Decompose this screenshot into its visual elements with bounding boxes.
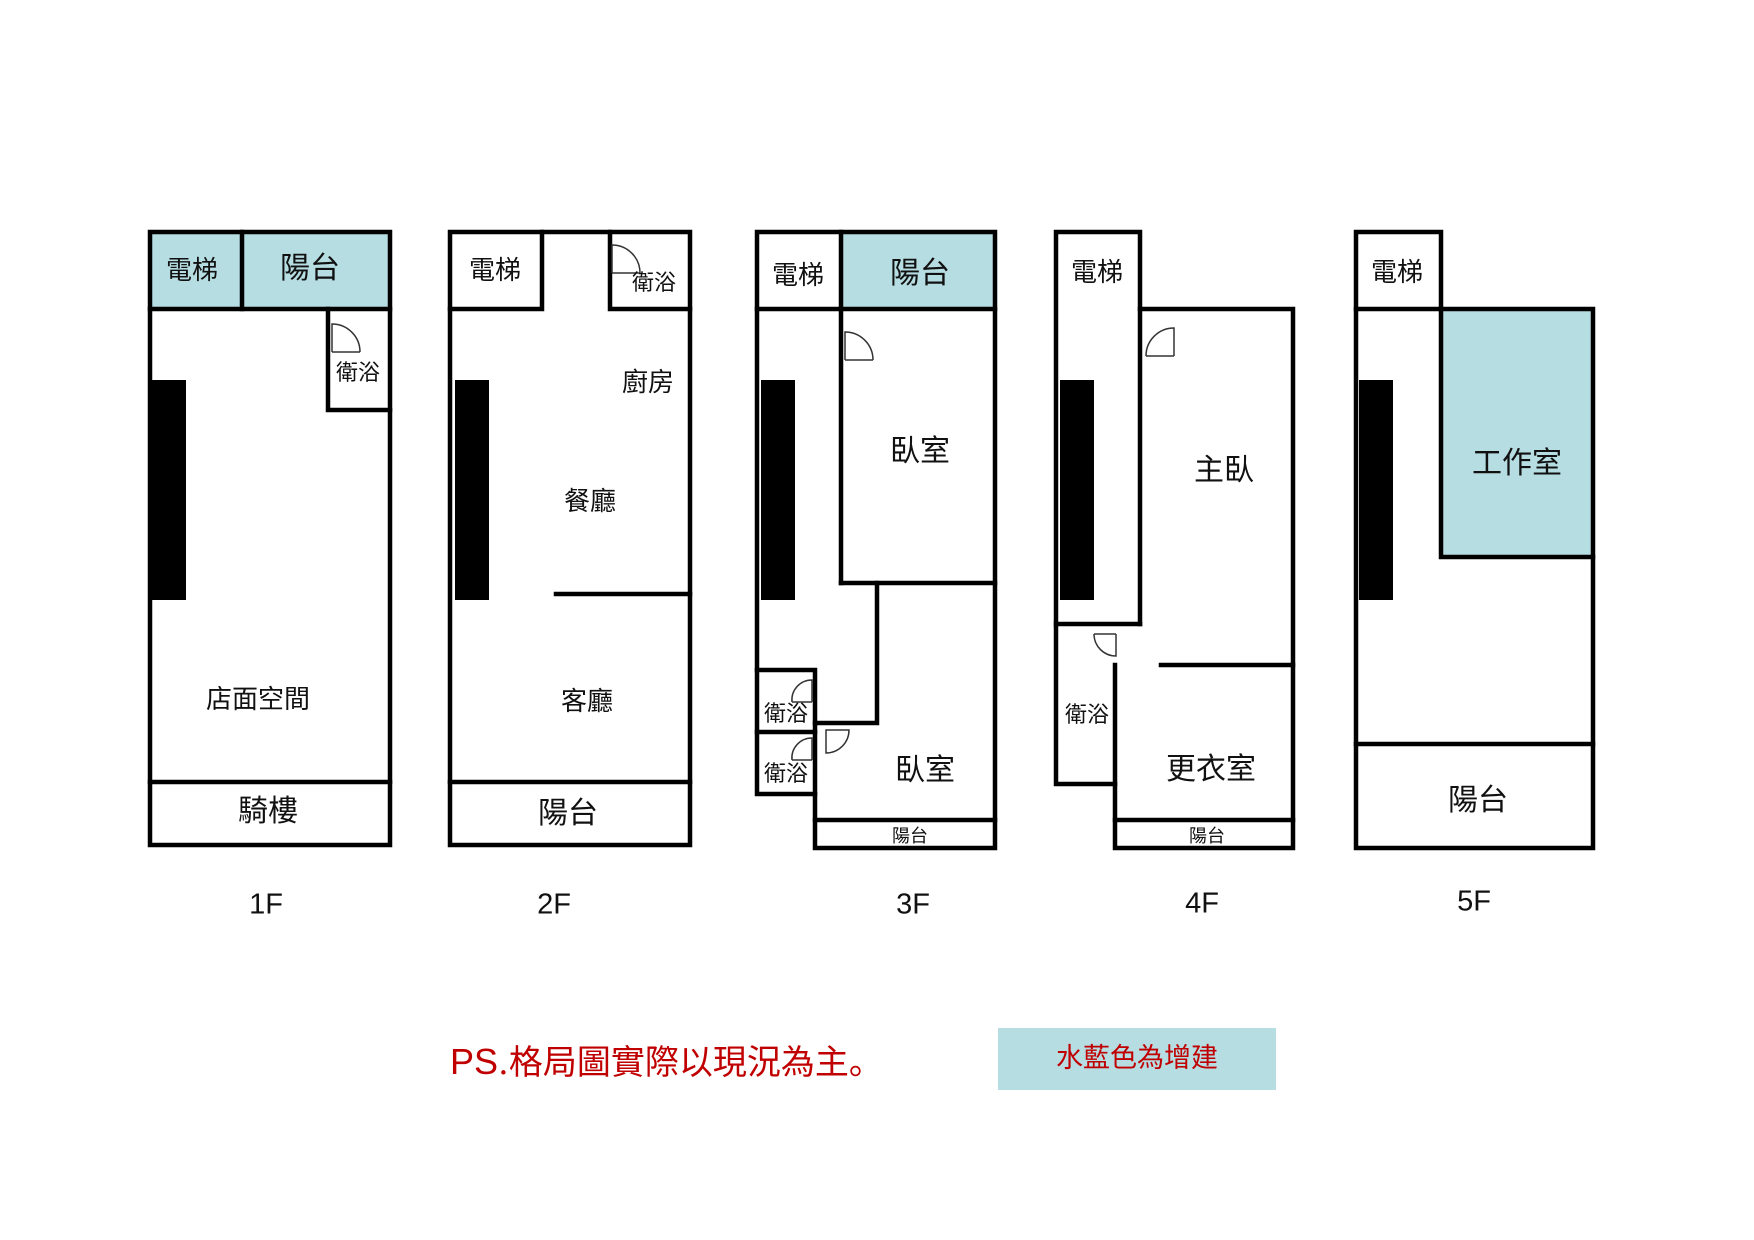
floor-4f-closet-label: 更衣室 (1166, 752, 1256, 787)
floor-3f-balcony-bottom-label: 陽台 (892, 826, 928, 847)
note-prefix: PS (450, 1041, 499, 1082)
floor-4f-master-bedroom-label: 主臥 (1194, 453, 1254, 488)
floor-3f-bathroom-1-label: 衛浴 (764, 702, 808, 727)
note-text: .格局圖實際以現況為主。 (498, 1043, 883, 1083)
floor-1f-bathroom-door-icon (331, 323, 361, 353)
floor-3f-bedroom-door-icon (844, 331, 874, 361)
floor-2f-bathroom-door-icon (611, 244, 641, 274)
floor-1f-staircase (152, 380, 186, 600)
floor-2f-bathroom-label: 衛浴 (632, 271, 676, 296)
floor-5f-elevator-label: 電梯 (1371, 258, 1423, 288)
floor-5f-title: 5F (1457, 886, 1491, 918)
floor-3f-balcony-addition (841, 234, 995, 307)
floor-5f-plan: 電梯 工作室 陽台 5F (1353, 229, 1596, 918)
floor-2f-title: 2F (537, 889, 571, 921)
floor-1f-arcade-label: 騎樓 (238, 794, 298, 829)
floor-4f-staircase (1060, 380, 1094, 600)
floor-3f-bathroom-2-door-icon (791, 737, 813, 761)
floor-3f-bedroom-1-label: 臥室 (890, 434, 950, 469)
floor-2f-dining-label: 餐廳 (564, 487, 616, 517)
floor-1f-title: 1F (249, 889, 283, 921)
floor-5f-staircase (1359, 380, 1393, 600)
floor-2f-plan: 電梯 衛浴 廚房 餐廳 客廳 陽台 2F (447, 229, 693, 921)
addition-legend: 水藍色為增建 (998, 1028, 1276, 1090)
floor-3f-bedroom-2-door-icon (825, 729, 850, 754)
floor-3f-title: 3F (896, 889, 930, 921)
floor-4f-bathroom-label: 衛浴 (1065, 703, 1109, 728)
floor-1f-shop-label: 店面空間 (206, 685, 310, 715)
floor-3f-elevator-label: 電梯 (772, 261, 824, 291)
floor-5f-studio-addition (1441, 311, 1591, 555)
floor-4f-bathroom-door-icon (1093, 633, 1117, 657)
floor-3f-plan: 電梯 陽台 臥室 臥室 衛浴 衛浴 陽台 3F (754, 229, 998, 921)
floor-4f-master-bedroom-door-icon (1145, 327, 1175, 357)
floor-2f-balcony-label: 陽台 (538, 796, 598, 831)
floor-1f-balcony-label: 陽台 (280, 251, 340, 286)
floor-5f-balcony-label: 陽台 (1448, 783, 1508, 818)
floor-4f-plan: 電梯 主臥 衛浴 更衣室 陽台 4F (1053, 229, 1296, 920)
floor-1f-elevator-addition (150, 232, 242, 309)
floor-3f-bathroom-1-door-icon (791, 679, 813, 703)
floor-2f-kitchen-label: 廚房 (622, 368, 674, 398)
floor-3f-bedroom-2-label: 臥室 (895, 753, 955, 788)
floor-1f-balcony-addition (242, 232, 390, 309)
floor-3f-staircase (761, 380, 795, 600)
floor-1f-elevator-label: 電梯 (166, 256, 218, 286)
floor-3f-bathroom-2-label: 衛浴 (764, 762, 808, 787)
floor-2f-living-label: 客廳 (561, 687, 613, 717)
floor-2f-staircase (455, 380, 489, 600)
layout-disclaimer-note: PS.格局圖實際以現況為主。 (450, 1034, 883, 1090)
floor-1f-bathroom-label: 衛浴 (336, 361, 380, 386)
floor-4f-elevator-label: 電梯 (1071, 258, 1123, 288)
floor-4f-balcony-label: 陽台 (1189, 826, 1225, 847)
floor-4f-title: 4F (1185, 888, 1219, 920)
floor-2f-elevator-label: 電梯 (469, 256, 521, 286)
floor-5f-studio-label: 工作室 (1472, 446, 1562, 481)
floor-3f-balcony-top-label: 陽台 (890, 256, 950, 291)
floor-1f-plan: 電梯 陽台 衛浴 店面空間 騎樓 1F (147, 229, 393, 921)
